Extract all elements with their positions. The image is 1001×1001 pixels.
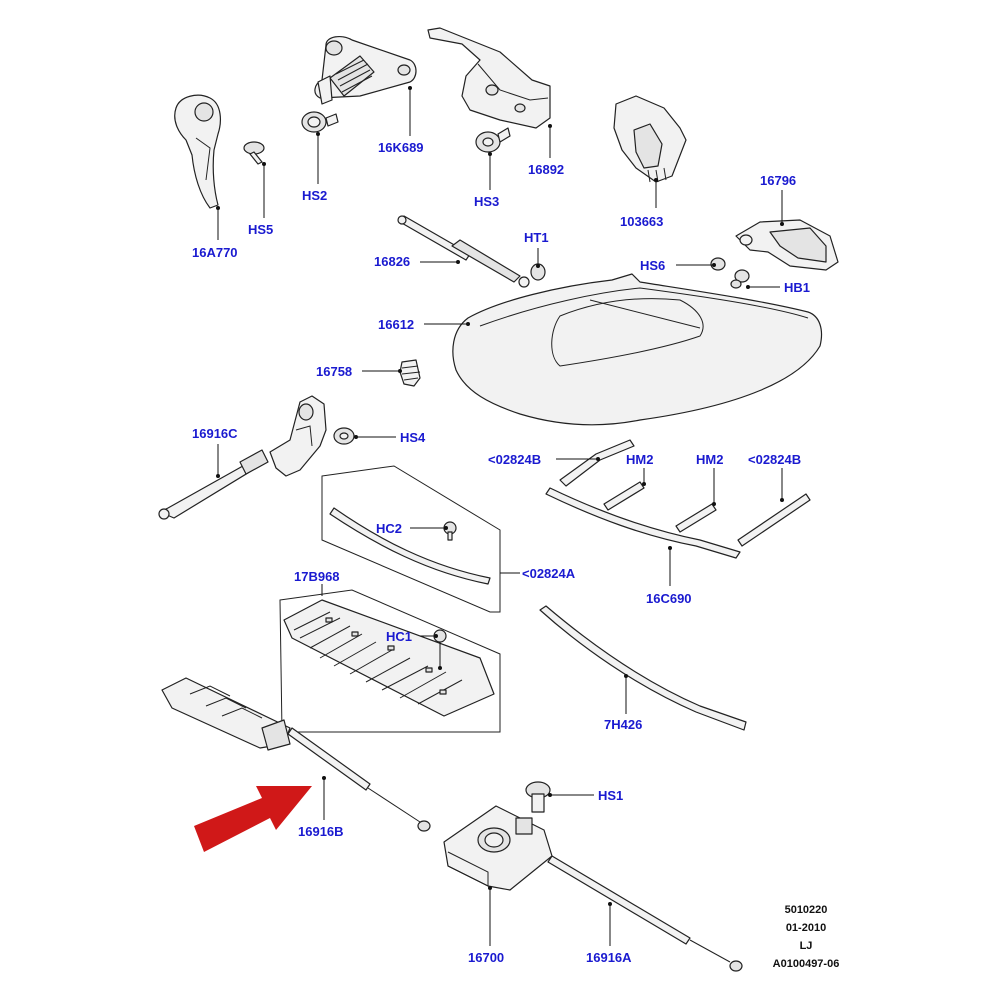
part-16796-bracket — [735, 219, 839, 271]
part-HS5-screw — [243, 141, 265, 165]
part-16A770-handle — [174, 94, 221, 209]
label-16758: 16758 — [316, 364, 352, 379]
ref-code: LJ — [800, 940, 813, 952]
label-16916A: 16916A — [586, 950, 632, 965]
part-16C690-seal — [545, 487, 741, 559]
label-16916B: 16916B — [298, 824, 344, 839]
label-HB1: HB1 — [784, 280, 810, 295]
label-02824B-left: <02824B — [488, 452, 541, 467]
part-16916A-cable — [547, 855, 743, 972]
reference-block: 5010220 01-2010 LJ A0100497-06 — [773, 904, 840, 970]
label-7H426: 7H426 — [604, 717, 642, 732]
label-HM2-left: HM2 — [626, 452, 653, 467]
ref-number: 5010220 — [785, 904, 828, 916]
part-7H426-seal — [539, 605, 747, 731]
label-16826: 16826 — [374, 254, 410, 269]
part-HB1-bolt — [730, 269, 750, 289]
part-HS3-bolt — [475, 127, 511, 153]
pointer-arrow — [194, 786, 312, 852]
box-02824A — [321, 465, 501, 613]
part-HS4-bolt — [333, 427, 355, 445]
part-HS2-bolt — [301, 111, 339, 133]
label-02824A: <02824A — [522, 566, 576, 581]
label-HT1: HT1 — [524, 230, 549, 245]
label-103663: 103663 — [620, 214, 663, 229]
label-16C690: 16C690 — [646, 591, 692, 606]
ref-doc: A0100497-06 — [773, 958, 840, 970]
part-02824B-seal-right — [737, 493, 811, 547]
label-16A770: 16A770 — [192, 245, 238, 260]
label-HC2: HC2 — [376, 521, 402, 536]
label-16916C: 16916C — [192, 426, 238, 441]
part-16916C-cable — [158, 395, 327, 520]
part-HM2-right — [675, 503, 717, 533]
part-16612-bonnet — [452, 273, 823, 426]
label-16612: 16612 — [378, 317, 414, 332]
box-17B968 — [279, 589, 501, 733]
label-HM2-right: HM2 — [696, 452, 723, 467]
label-02824B-right: <02824B — [748, 452, 801, 467]
label-HS4: HS4 — [400, 430, 426, 445]
label-16K689: 16K689 — [378, 140, 424, 155]
part-16700-latch — [443, 805, 553, 891]
part-16758-bumpstop — [399, 359, 421, 387]
part-16K689-latch — [314, 35, 417, 105]
label-16700: 16700 — [468, 950, 504, 965]
part-HC2-clip — [443, 521, 457, 541]
label-HS6: HS6 — [640, 258, 665, 273]
part-labels: 16A770 HS5 HS2 16K689 HS3 16892 103663 1… — [192, 140, 810, 965]
ref-date: 01-2010 — [786, 922, 826, 934]
label-HS2: HS2 — [302, 188, 327, 203]
part-02824B-seal-left — [559, 439, 635, 487]
label-HS1: HS1 — [598, 788, 623, 803]
part-103663-bracket — [613, 95, 687, 183]
label-16892: 16892 — [528, 162, 564, 177]
part-HS6-bolt — [710, 257, 726, 271]
part-HS1-bolt — [525, 781, 551, 813]
part-HM2-left — [603, 481, 645, 511]
part-16916B-cable — [161, 677, 431, 832]
label-HS3: HS3 — [474, 194, 499, 209]
leader-lines — [216, 86, 784, 946]
label-16796: 16796 — [760, 173, 796, 188]
label-HS5: HS5 — [248, 222, 273, 237]
label-HC1: HC1 — [386, 629, 412, 644]
label-17B968: 17B968 — [294, 569, 340, 584]
part-16826-strut — [397, 215, 530, 288]
part-16892-hinge — [427, 27, 551, 129]
